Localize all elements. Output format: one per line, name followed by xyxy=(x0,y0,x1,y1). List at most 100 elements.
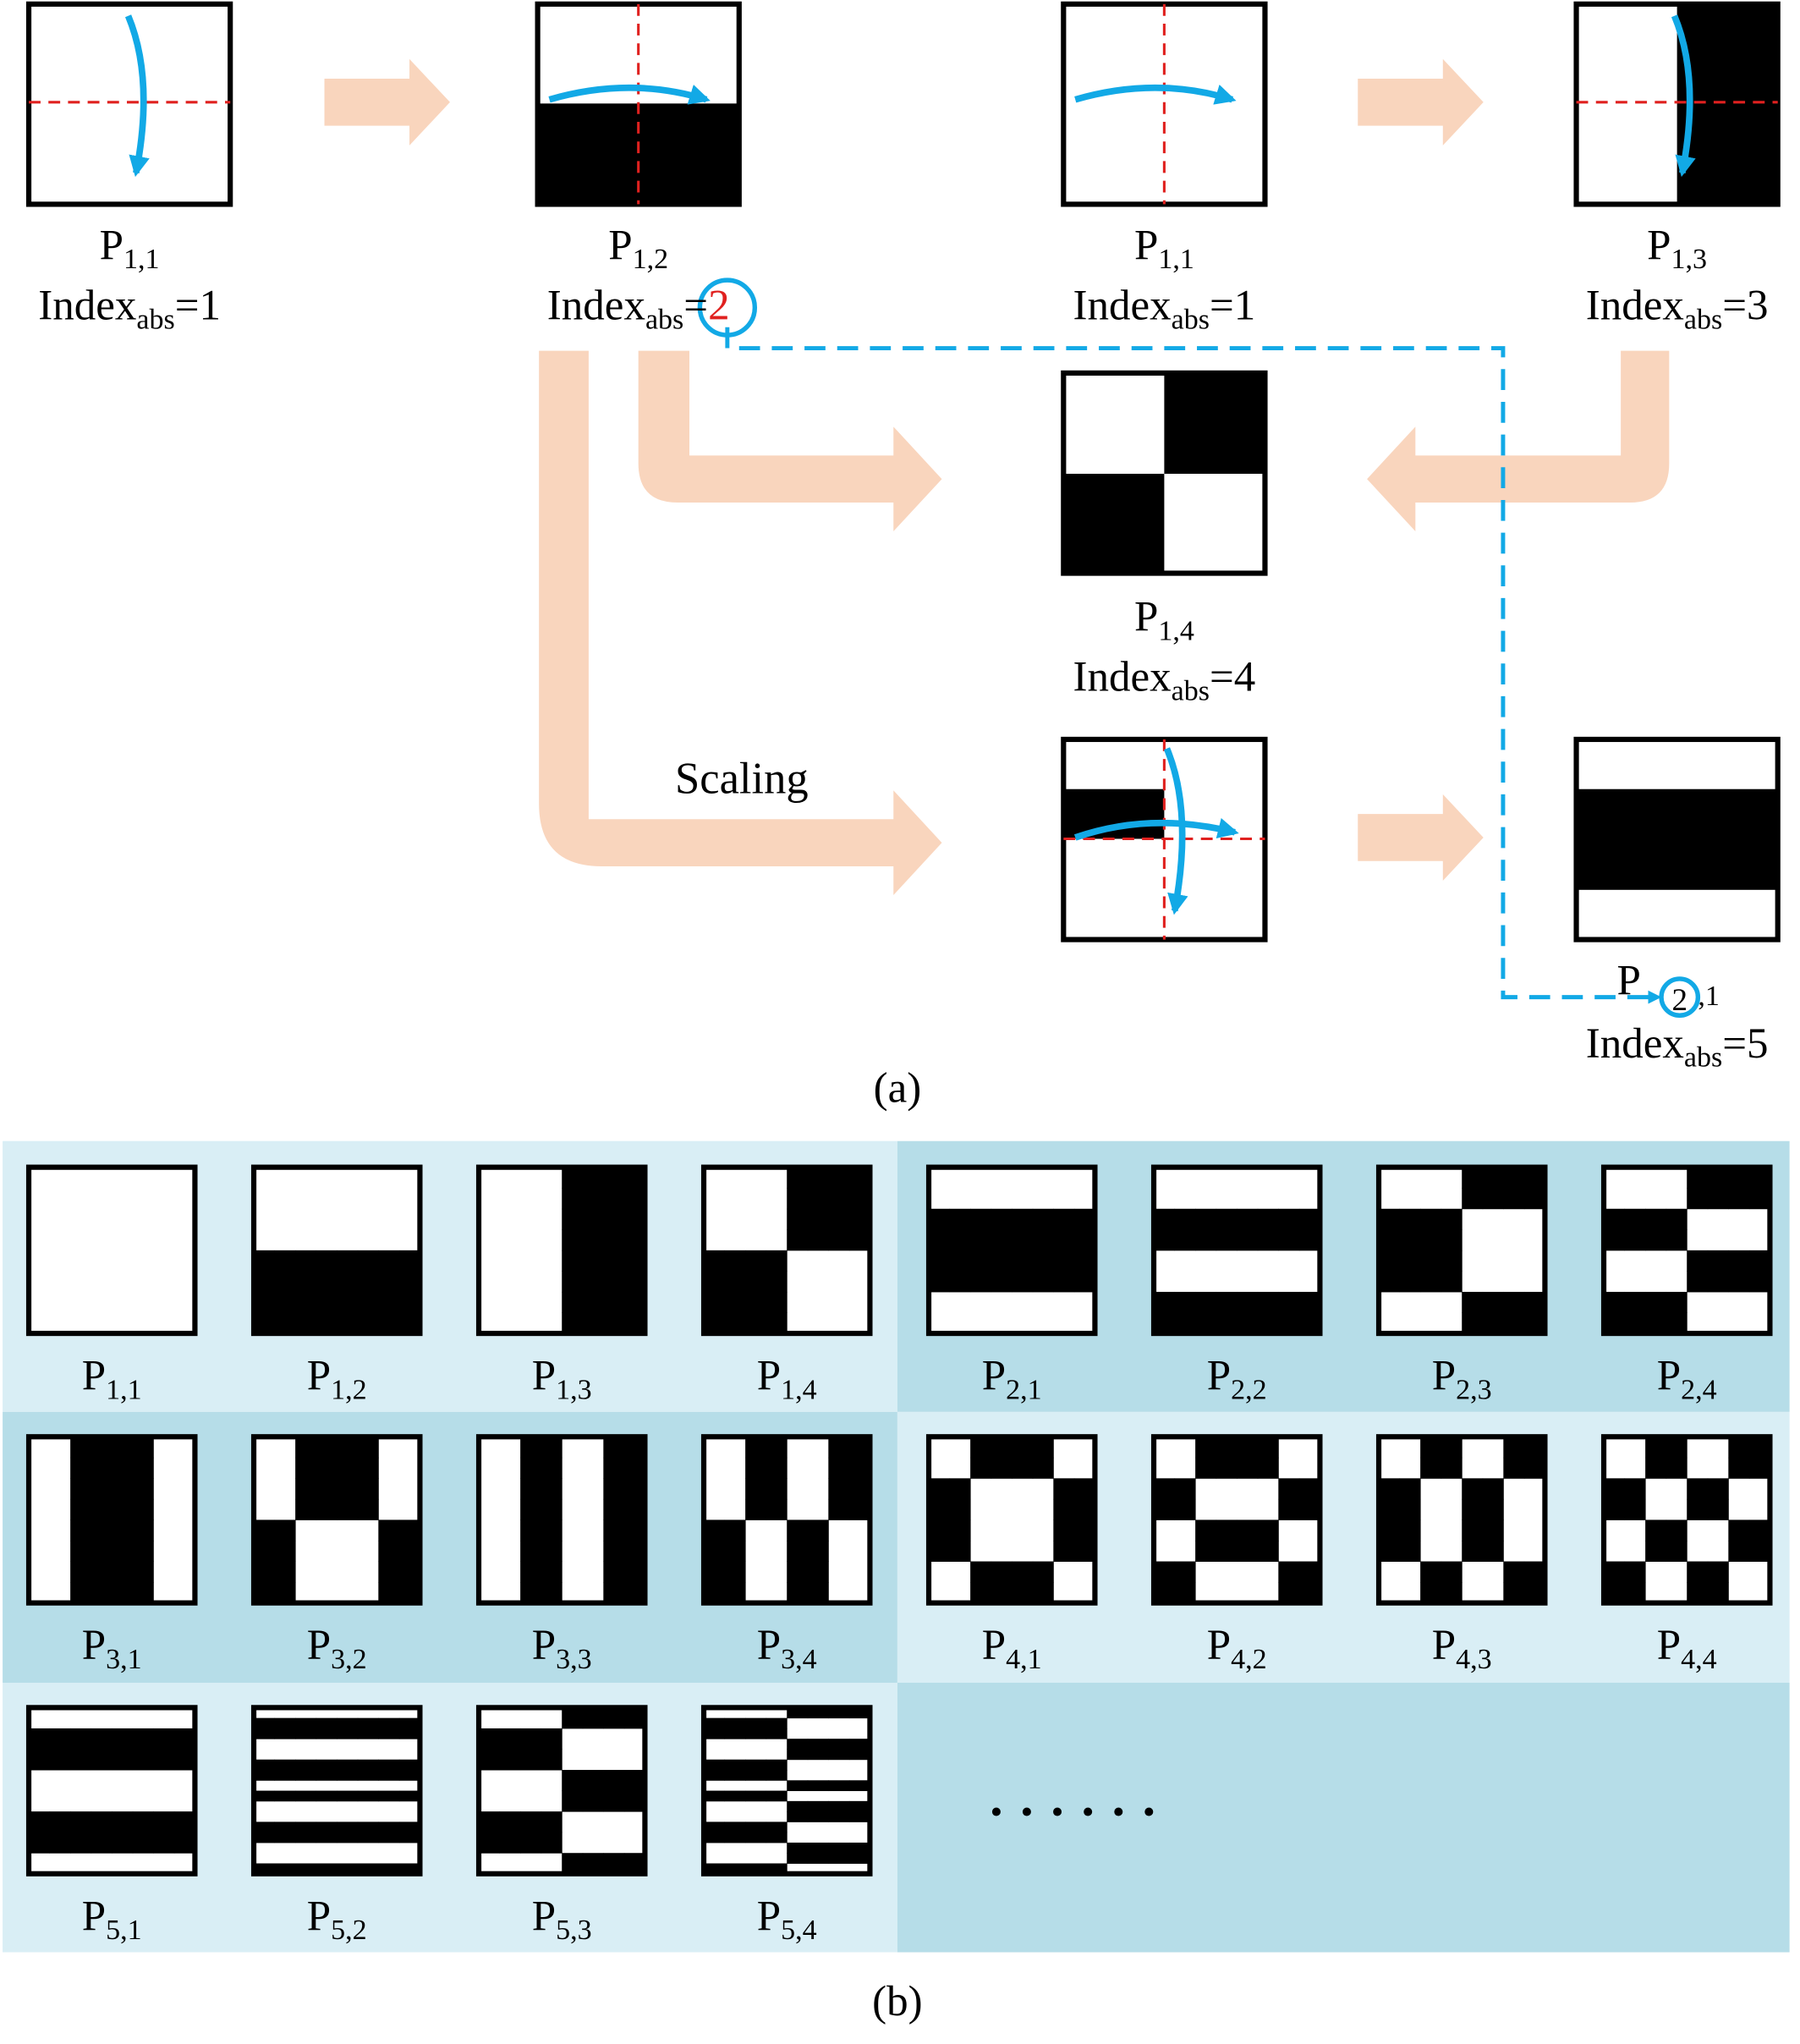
svg-text:Indexabs=1: Indexabs=1 xyxy=(38,283,221,336)
pattern-black-block xyxy=(499,1811,521,1833)
pattern-black-block xyxy=(848,1478,870,1500)
pattern-black-block xyxy=(745,1759,767,1771)
pattern-black-block xyxy=(1503,1457,1525,1479)
pattern-black-block xyxy=(603,1312,625,1334)
pattern-black-block xyxy=(274,1728,296,1739)
pattern-black-block xyxy=(378,1770,400,1781)
pattern-black-block xyxy=(807,1561,829,1583)
pattern-black-block xyxy=(1216,1229,1238,1251)
pattern-black-block xyxy=(378,1728,400,1739)
pattern-black-block xyxy=(991,1250,1012,1272)
pattern-black-block xyxy=(1073,1229,1095,1251)
pattern-black-block xyxy=(807,1519,829,1541)
pattern-black-block xyxy=(724,1540,746,1563)
index-subscript: abs xyxy=(1172,676,1210,707)
pattern-black-block xyxy=(1687,1561,1709,1583)
pattern-black-block xyxy=(623,1437,645,1459)
pattern-black-block xyxy=(398,1728,420,1739)
pattern-name: P xyxy=(757,1622,781,1669)
pattern-black-block xyxy=(132,1437,154,1459)
pattern-black-block xyxy=(724,1790,746,1802)
pattern-black-block xyxy=(1666,1540,1688,1563)
pattern-black-block xyxy=(295,1271,317,1293)
pattern-black-block xyxy=(1257,1457,1279,1479)
pattern-black-block xyxy=(70,1540,92,1563)
pattern-black-block xyxy=(49,1749,71,1771)
pattern-black-block xyxy=(1012,1208,1034,1230)
pattern-black-block xyxy=(1154,1291,1176,1313)
pattern-black-block xyxy=(1707,1271,1729,1293)
pattern-black-block xyxy=(787,1707,809,1719)
pattern-cell-border xyxy=(700,1434,873,1606)
pattern-black-block xyxy=(112,1832,134,1854)
pattern-black-block xyxy=(603,1208,625,1230)
flow-arrow-a6-a7 xyxy=(1358,794,1484,881)
pattern-black-block xyxy=(91,1457,112,1479)
pattern-black-block xyxy=(1687,1188,1709,1210)
pattern-black-block xyxy=(1012,1457,1034,1479)
pattern-black-block xyxy=(316,1759,338,1771)
pattern-black-block xyxy=(295,1759,317,1771)
fold-arrow-right xyxy=(1074,84,1237,105)
index-label: Index xyxy=(1073,283,1172,330)
pattern-black-block xyxy=(1666,1519,1688,1541)
pattern-black-block xyxy=(1523,1457,1545,1479)
pattern-black-block xyxy=(623,1582,645,1604)
pattern-black-block xyxy=(787,1519,809,1541)
pattern-black-block xyxy=(828,1498,850,1520)
pattern-black-block xyxy=(357,1437,379,1459)
scaling-label: Scaling xyxy=(675,754,809,803)
pattern-black-block xyxy=(623,1707,645,1729)
pattern-black-block xyxy=(1503,1561,1525,1583)
pattern-black-block xyxy=(787,1188,809,1210)
pattern-black-block xyxy=(499,1832,521,1854)
pattern-black-block xyxy=(1379,1250,1401,1272)
pattern-black-block xyxy=(766,1790,788,1802)
pattern-black-block xyxy=(295,1457,317,1479)
pattern-black-block xyxy=(1666,1291,1688,1313)
pattern-black-block xyxy=(1032,1561,1054,1583)
pattern-black-block xyxy=(1420,1457,1442,1479)
pattern-black-block xyxy=(562,1770,584,1792)
pattern-black-block xyxy=(1503,1188,1525,1210)
caption-a: (a) xyxy=(874,1064,922,1112)
pattern-black-block xyxy=(704,1561,726,1583)
pattern-name: P xyxy=(82,1893,106,1940)
pattern-black-block xyxy=(929,1478,951,1500)
pattern-black-block xyxy=(1687,1498,1709,1520)
pattern-black-block xyxy=(704,1770,726,1781)
pattern-black-block xyxy=(541,1832,562,1854)
pattern-label: P1,4 xyxy=(757,1353,817,1406)
pattern-name: P xyxy=(1134,594,1158,641)
pattern-black-block xyxy=(807,1800,829,1812)
pattern-name: P xyxy=(757,1353,781,1400)
pattern-black-block xyxy=(398,1271,420,1293)
pattern-black-block xyxy=(745,1832,767,1843)
index-label: Index xyxy=(1586,1020,1684,1068)
index-value: =1 xyxy=(1210,283,1255,330)
pattern-black-block xyxy=(562,1312,584,1334)
pattern-black-block xyxy=(623,1457,645,1479)
pattern-label: P4,4 xyxy=(1657,1622,1717,1675)
pattern-cell: P5,4 xyxy=(700,1705,873,1946)
pattern-black-block xyxy=(949,1271,971,1293)
pattern-black-block xyxy=(1073,1540,1095,1563)
pattern-black-block xyxy=(91,1728,112,1750)
pattern-black-block xyxy=(991,1561,1012,1583)
pattern-black-block xyxy=(1441,1229,1462,1251)
pattern-black-block xyxy=(29,1749,51,1771)
pattern-black-block xyxy=(337,1457,359,1479)
pattern-black-block xyxy=(173,1728,195,1750)
pattern-cell-border xyxy=(1150,1164,1323,1337)
pattern-black-block xyxy=(316,1271,338,1293)
pattern-subscript: 5,4 xyxy=(781,1915,817,1946)
pattern-black-block xyxy=(378,1821,400,1833)
pattern-black-block xyxy=(254,1291,276,1313)
pattern-black-block xyxy=(724,1271,746,1293)
pattern-black-block xyxy=(848,1780,870,1792)
pattern-black-block xyxy=(316,1498,338,1520)
pattern-black-block xyxy=(1462,1312,1484,1334)
pattern-black-block xyxy=(1237,1208,1259,1230)
index-reference-line: 2 xyxy=(697,277,1701,1018)
pattern-black-block xyxy=(316,1457,338,1479)
